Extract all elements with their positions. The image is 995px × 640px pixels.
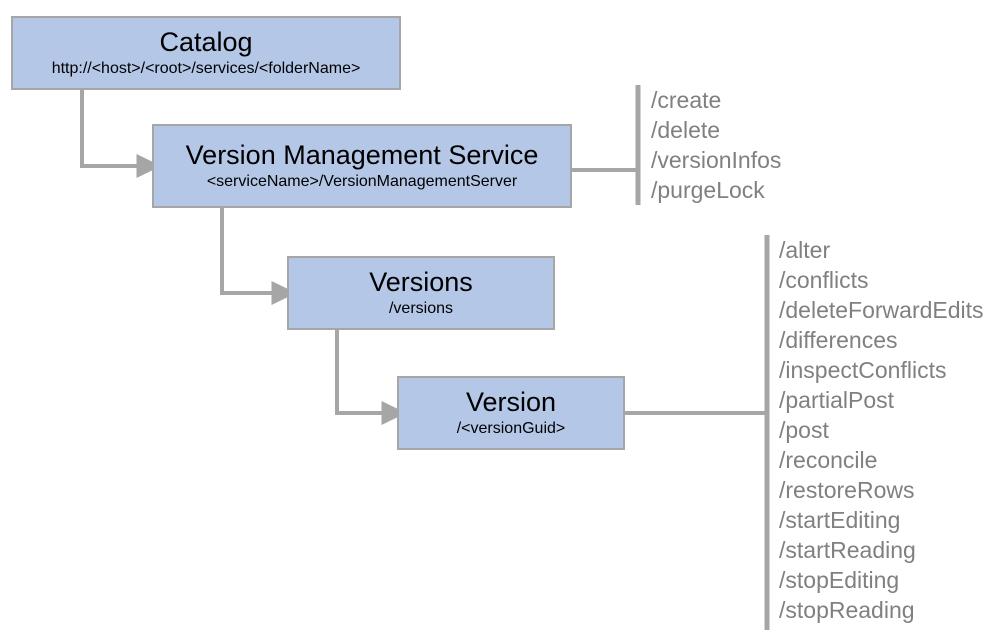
node-versions[interactable]: Versions /versions: [287, 256, 555, 330]
operation-item[interactable]: /conflicts: [779, 267, 869, 293]
node-version-management-service-title: Version Management Service: [185, 140, 539, 170]
operation-item[interactable]: /post: [779, 417, 829, 443]
node-catalog[interactable]: Catalog http://<host>/<root>/services/<f…: [11, 16, 401, 90]
node-version-management-service[interactable]: Version Management Service <serviceName>…: [152, 124, 572, 208]
operation-item[interactable]: /reconcile: [779, 447, 878, 473]
operation-item[interactable]: /restoreRows: [779, 477, 915, 503]
node-version-title: Version: [465, 387, 557, 417]
operation-item[interactable]: /purgeLock: [651, 177, 765, 203]
operation-item[interactable]: /delete: [651, 117, 721, 143]
operation-item[interactable]: /startReading: [779, 537, 916, 563]
node-versions-title: Versions: [369, 267, 473, 297]
node-versions-subtitle: /versions: [388, 300, 454, 317]
operation-list-service: /create /delete /versionInfos /purgeLock: [651, 85, 781, 205]
operation-item[interactable]: /versionInfos: [651, 147, 782, 173]
connector-catalog-to-service: [80, 90, 162, 178]
operation-item[interactable]: /inspectConflicts: [779, 357, 947, 383]
operation-list-version: /alter /conflicts /deleteForwardEdits /d…: [779, 235, 984, 625]
node-catalog-subtitle: http://<host>/<root>/services/<folderNam…: [51, 60, 361, 77]
connector-version-to-operations: [625, 235, 770, 630]
operation-item[interactable]: /create: [651, 87, 722, 113]
operation-item[interactable]: /deleteForwardEdits: [779, 297, 984, 323]
operation-item[interactable]: /stopEditing: [779, 567, 900, 593]
operation-item[interactable]: /startEditing: [779, 507, 901, 533]
operation-item[interactable]: /alter: [779, 237, 831, 263]
node-version[interactable]: Version /<versionGuid>: [397, 376, 625, 450]
operation-item[interactable]: /stopReading: [779, 597, 915, 623]
operation-item[interactable]: /differences: [779, 327, 898, 353]
node-version-management-service-subtitle: <serviceName>/VersionManagementServer: [206, 173, 518, 190]
connector-service-to-operations: [572, 85, 641, 205]
operation-item[interactable]: /partialPost: [779, 387, 895, 413]
connector-service-to-versions: [220, 208, 297, 305]
node-catalog-title: Catalog: [159, 27, 253, 57]
node-version-subtitle: /<versionGuid>: [456, 420, 566, 437]
connector-versions-to-version: [335, 330, 407, 425]
